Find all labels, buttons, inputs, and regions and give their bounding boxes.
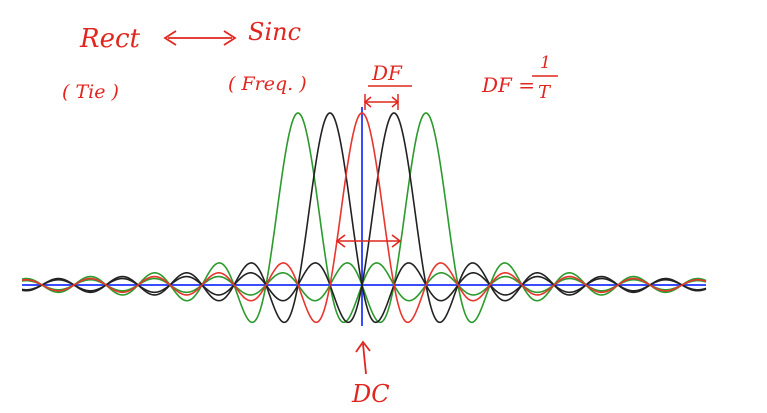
- df-formula-denominator: T: [538, 82, 552, 103]
- sinc-label: Sinc: [248, 18, 301, 46]
- df-top-label: DF: [371, 61, 403, 85]
- dc-pointer-arrow-icon: [355, 340, 371, 375]
- sinc-curve-shift-minus1: [21, 112, 707, 324]
- spacing-arrow-icon: [335, 234, 402, 248]
- double-arrow-icon: [163, 30, 237, 46]
- sinc-curves: [21, 112, 707, 324]
- freq-label: ( Freq. ): [228, 73, 307, 95]
- time-label: ( Tie ): [62, 81, 119, 103]
- dc-label: DC: [351, 380, 390, 408]
- df-formula-lhs: DF =: [481, 73, 535, 97]
- df-width-arrow-icon: [363, 94, 400, 110]
- rect-label: Rect: [79, 24, 141, 54]
- sinc-curve-shift-0: [21, 112, 707, 324]
- df-formula-numerator: 1: [540, 53, 551, 73]
